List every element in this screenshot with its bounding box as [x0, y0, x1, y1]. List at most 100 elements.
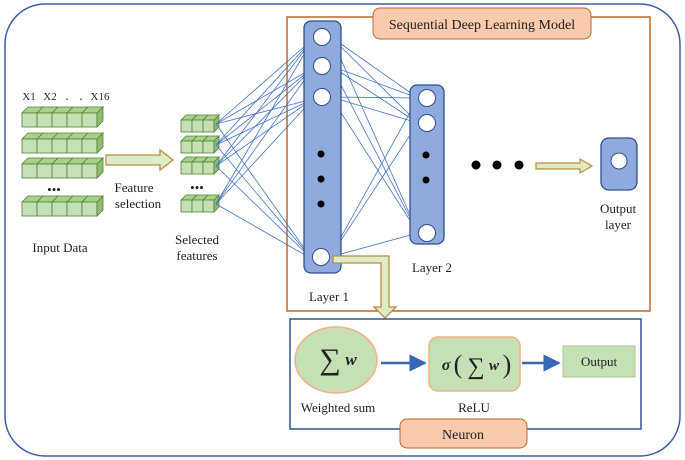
cube-face	[51, 112, 68, 128]
connection-hidden-2-1	[330, 65, 419, 99]
input-header-2: X2	[43, 91, 56, 103]
neuron-zoom-arrow	[332, 255, 398, 319]
to-output-arrow	[535, 157, 594, 175]
output-label: Output	[581, 354, 618, 369]
layer1-ellipsis-dot-1	[317, 150, 325, 158]
relu-label: ReLU	[458, 400, 490, 415]
input-header-4: .	[79, 88, 82, 103]
input-header-1: X1	[22, 91, 35, 103]
connection-hidden-4-2	[329, 122, 419, 258]
cube-face	[202, 119, 215, 133]
selected-features-label-2: features	[176, 248, 217, 263]
relu-sum-variable: w	[489, 358, 500, 374]
layer1-neuron-1	[313, 28, 331, 46]
cube-face	[51, 138, 68, 154]
selected-row-3	[180, 156, 220, 175]
layer1-neuron-3	[313, 88, 331, 106]
connection-hidden-2-2	[330, 65, 419, 124]
cube-face	[36, 163, 53, 179]
cube-face	[81, 201, 98, 217]
feature-selection-label-2: selection	[115, 196, 162, 211]
relu-sigma: σ	[442, 357, 451, 374]
connection-hidden-4-1	[329, 97, 419, 258]
layer1-ellipsis-dot-3	[317, 200, 325, 208]
selected-row-1	[180, 114, 220, 133]
ellipsis-dot-1	[471, 160, 481, 170]
connection-hidden-2-3	[330, 65, 419, 234]
ellipsis-dot-3	[514, 160, 524, 170]
input-row-1	[21, 106, 104, 128]
connection-in-3-3	[215, 98, 314, 167]
cube-face	[21, 163, 38, 179]
connection-hidden-4-3	[329, 231, 419, 258]
relu-box	[428, 336, 521, 392]
connection-in-2-4	[215, 144, 313, 260]
input-header-5: X16	[91, 91, 110, 103]
cube-face	[66, 112, 83, 128]
selected-ellipsis: •••	[190, 180, 204, 195]
layer1-label: Layer 1	[309, 289, 349, 304]
cube-face	[51, 163, 68, 179]
selected-row-2	[180, 135, 220, 154]
connection-hidden-1-2	[330, 36, 419, 124]
sum-symbol: ∑	[319, 343, 340, 376]
output-layer-label-2: layer	[605, 217, 632, 232]
cube-face	[21, 201, 38, 217]
cube-face	[81, 112, 98, 128]
selected-row-4	[180, 194, 220, 213]
selected-features-label-1: Selected	[175, 232, 220, 247]
cube-face	[180, 199, 193, 213]
layer1-neuron-4	[312, 248, 330, 266]
cube-face	[21, 138, 38, 154]
input-row-4	[21, 195, 104, 217]
weighted-sum-ellipse	[294, 326, 378, 394]
cube-face	[191, 199, 204, 213]
cube-face	[191, 161, 204, 175]
layer2-bar	[409, 84, 445, 245]
outer-frame	[4, 3, 681, 457]
cube-face	[202, 161, 215, 175]
selected-features-rows	[180, 114, 220, 213]
cube-face	[191, 140, 204, 154]
connection-hidden-3-1	[330, 95, 419, 101]
cube-side	[96, 195, 104, 217]
cube-face	[66, 138, 83, 154]
cube-side	[96, 106, 104, 128]
layer1-neuron-2	[313, 57, 331, 75]
connection-hidden-3-3	[330, 96, 419, 234]
connection-lines	[215, 36, 419, 260]
cube-face	[81, 163, 98, 179]
model-title: Sequential Deep Learning Model	[389, 18, 575, 33]
connection-in-1-2	[215, 67, 314, 125]
relu-sum-symbol: ∑	[467, 354, 484, 380]
connection-in-4-2	[215, 67, 314, 205]
cube-face	[180, 140, 193, 154]
cube-face	[51, 201, 68, 217]
layer1-nodes	[312, 28, 331, 266]
feature-selection-label-1: Feature	[115, 180, 154, 195]
layer2-nodes	[418, 89, 436, 242]
input-row-3	[21, 157, 104, 179]
output-node	[610, 152, 628, 170]
input-headers: X1 X2 . . X16	[22, 88, 110, 103]
relu-paren-close: )	[503, 350, 512, 379]
connection-in-2-1	[215, 38, 314, 146]
cube-face	[21, 112, 38, 128]
connection-hidden-1-3	[330, 36, 419, 234]
input-ellipsis: •••	[47, 182, 61, 197]
cube-face	[36, 138, 53, 154]
layer2-ellipsis-dot-1	[422, 151, 430, 159]
input-data-label: Input Data	[32, 240, 87, 255]
sum-variable: w	[345, 350, 357, 369]
cube-face	[36, 112, 53, 128]
layer1-bar	[303, 20, 342, 274]
connection-in-1-4	[215, 123, 313, 260]
layer2-neuron-1	[418, 89, 436, 107]
connection-in-4-3	[215, 98, 314, 205]
connection-in-4-1	[215, 38, 314, 205]
connection-in-3-1	[215, 38, 314, 167]
ellipsis-dot-2	[492, 160, 502, 170]
connection-hidden-1-1	[330, 36, 419, 99]
cube-face	[66, 201, 83, 217]
